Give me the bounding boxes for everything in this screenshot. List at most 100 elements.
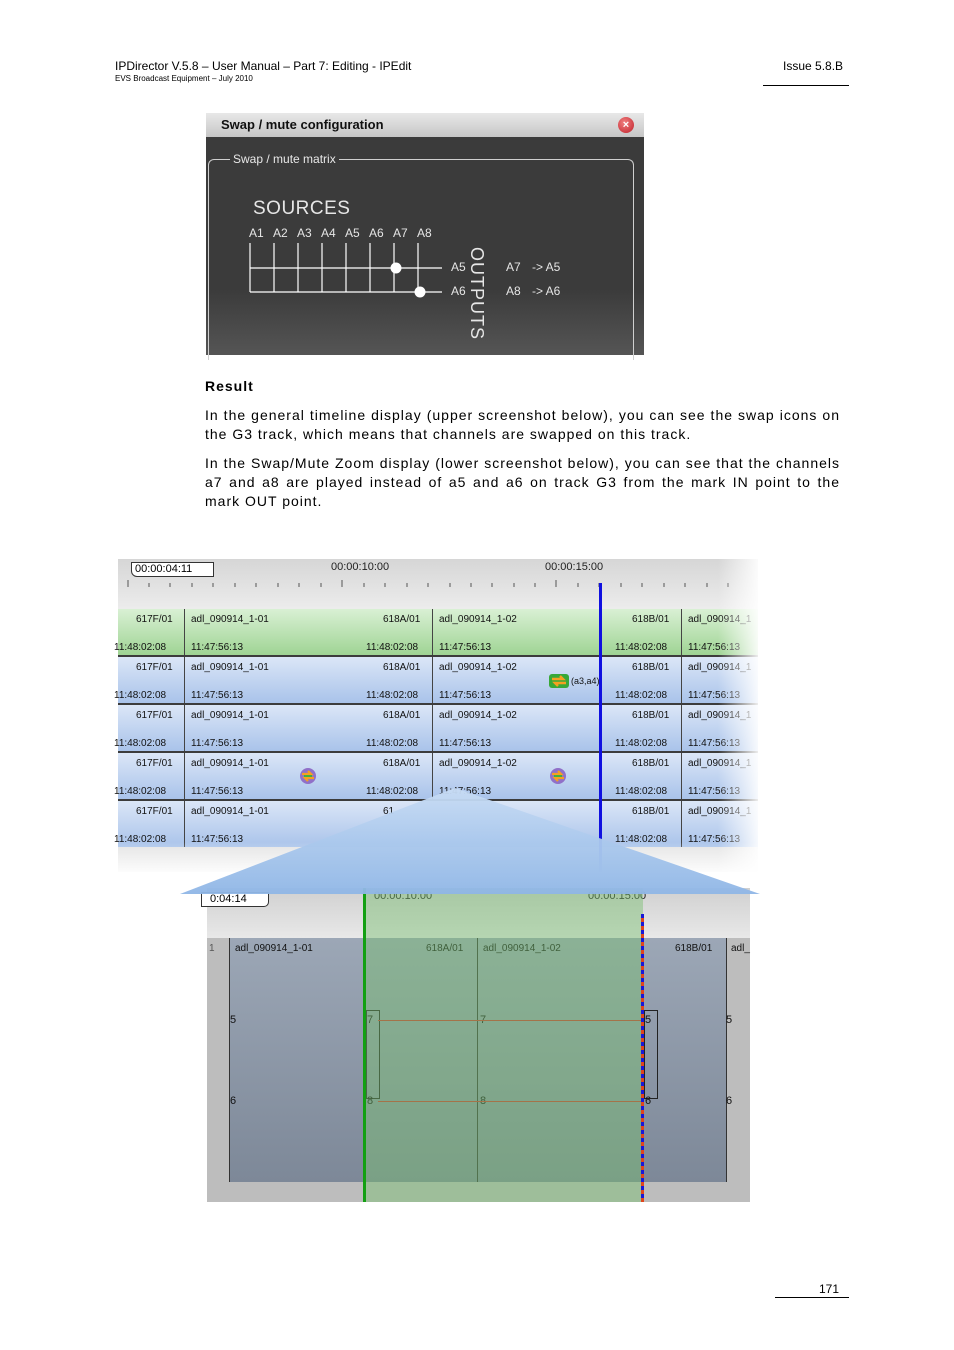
clip-separator xyxy=(184,705,185,751)
mark-out-line[interactable] xyxy=(641,914,644,1202)
swap-label: (a3,a4) xyxy=(571,676,600,686)
clip-name: adl_090914_1-01 xyxy=(235,943,313,954)
channel-label: 5 xyxy=(645,1014,652,1026)
clip-separator xyxy=(432,753,433,799)
clip-name[interactable]: adl_090914_1-02 xyxy=(439,710,517,721)
clip-name[interactable]: adl_090914_1-02 xyxy=(439,662,517,673)
clip-id: 618A/01 xyxy=(383,758,421,769)
clip-timecode: 11:47:56:13 xyxy=(688,834,741,845)
clip-id: 617F/01 xyxy=(136,662,173,673)
clip-separator xyxy=(432,705,433,751)
clip-id: 618B/01 xyxy=(632,758,670,769)
channel-label: 8 xyxy=(367,1095,374,1107)
zoom-body: 1 adl_090914_1-01 618A/01 adl_090914_1-0… xyxy=(207,938,750,1202)
clip-timecode: 11:48:02:08 xyxy=(615,834,668,845)
clip-timecode: 11:48:02:08 xyxy=(366,786,419,797)
swap-bracket xyxy=(644,1010,658,1099)
close-icon[interactable]: × xyxy=(618,117,634,133)
clip-name[interactable]: adl_090914_1-01 xyxy=(191,758,269,769)
clip-timecode: 11:47:56:13 xyxy=(191,738,244,749)
mapping-source: A7 xyxy=(506,260,521,274)
timeline-tracks: 617F/01 11:48:02:08 adl_090914_1-01 11:4… xyxy=(114,609,758,872)
track-row[interactable]: 617F/01 11:48:02:08 adl_090914_1-01 11:4… xyxy=(114,705,758,753)
clip-id: 618A/01 xyxy=(383,662,421,673)
zoom-screenshot: 0:04:14 00:00:10:00 00:00:15:00 1 adl_09… xyxy=(201,888,750,1202)
zoom-clip[interactable] xyxy=(229,938,479,1182)
mapping-source: A8 xyxy=(506,284,521,298)
header-subtitle: EVS Broadcast Equipment – July 2010 xyxy=(115,74,253,83)
timeline-ruler[interactable]: 00:00:04:11 00:00:10:00 00:00:15:00 xyxy=(118,559,758,609)
clip-timecode: 11:47:56:13 xyxy=(439,738,492,749)
clip-name: adl_ xyxy=(731,943,750,954)
clip-separator xyxy=(681,657,682,703)
clip-separator xyxy=(184,753,185,799)
channel-label: 6 xyxy=(230,1095,237,1107)
header-title: IPDirector V.5.8 – User Manual – Part 7:… xyxy=(115,59,412,73)
clip-name[interactable]: adl_090914_1-02 xyxy=(439,614,517,625)
sources-label: SOURCES xyxy=(253,198,351,219)
paragraph: In the general timeline display (upper s… xyxy=(205,407,840,442)
clip-name[interactable]: adl_090914_1-01 xyxy=(191,806,269,817)
channel-label: 6 xyxy=(645,1095,652,1107)
zoom-clip[interactable] xyxy=(477,938,727,1182)
clip-id: 618A/01 xyxy=(426,943,464,954)
clip-timecode: 11:48:02:08 xyxy=(615,690,668,701)
clip-name[interactable]: adl_090914_1-01 xyxy=(191,710,269,721)
matrix-node-a7-a5 xyxy=(390,262,402,274)
source-label: A6 xyxy=(369,226,384,240)
timecode-field[interactable]: 00:00:04:11 xyxy=(131,562,214,577)
clip-timecode: 11:48:02:08 xyxy=(114,834,167,845)
clip-id: 618B/01 xyxy=(675,943,713,954)
clip-id: 618A/01 xyxy=(383,710,421,721)
clip-timecode: 11:47:56:13 xyxy=(688,738,741,749)
channel-label: 5 xyxy=(230,1014,237,1026)
clip-id: 617F/01 xyxy=(136,710,173,721)
clip-timecode: 11:47:56:13 xyxy=(688,642,741,653)
matrix-node-a8-a6 xyxy=(414,286,426,298)
clip-separator xyxy=(184,801,185,847)
mark-in-line[interactable] xyxy=(363,888,366,1202)
clip-separator xyxy=(184,657,185,703)
track-row[interactable]: 617F/01 11:48:02:08 adl_090914_1-01 11:4… xyxy=(114,657,758,705)
clip-name[interactable]: adl_090914_1-02 xyxy=(439,758,517,769)
clip-timecode: 11:48:02:08 xyxy=(114,738,167,749)
clip-timecode: 11:47:56:13 xyxy=(439,642,492,653)
clip-separator xyxy=(432,609,433,655)
clip-id: 617F/01 xyxy=(136,758,173,769)
swap-icon[interactable] xyxy=(299,767,317,785)
swap-icon[interactable] xyxy=(548,671,570,691)
mapping-target: -> A5 xyxy=(532,260,561,274)
timeline-screenshot: 00:00:04:11 00:00:10:00 00:00:15:00 617F… xyxy=(114,559,758,872)
fade-overlay xyxy=(718,559,758,872)
header-rule xyxy=(763,85,849,86)
clip-name[interactable]: adl_090914_1-01 xyxy=(191,662,269,673)
clip-timecode: 11:48:02:08 xyxy=(366,642,419,653)
clip-timecode: 11:47:56:13 xyxy=(191,690,244,701)
zoom-callout-shape xyxy=(180,788,760,894)
clip-timecode: 11:48:02:08 xyxy=(615,738,668,749)
clip-id: 1 xyxy=(209,943,215,954)
source-label: A2 xyxy=(273,226,288,240)
clip-timecode: 11:48:02:08 xyxy=(615,786,668,797)
clip-id: 618B/01 xyxy=(632,710,670,721)
swap-matrix-grid[interactable] xyxy=(206,137,644,355)
section-heading: Result xyxy=(205,378,254,394)
clip-name[interactable]: adl_090914_1-01 xyxy=(191,614,269,625)
clip-timecode: 11:48:02:08 xyxy=(114,642,167,653)
page-number: 171 xyxy=(819,1282,840,1296)
swap-icon[interactable] xyxy=(549,767,567,785)
channel-label: 5 xyxy=(726,1014,733,1026)
clip-timecode: 11:48:02:08 xyxy=(114,690,167,701)
playhead-line[interactable] xyxy=(599,583,602,872)
source-label: A7 xyxy=(393,226,408,240)
matrix-group-label: Swap / mute matrix xyxy=(230,152,339,166)
clip-id: 618B/01 xyxy=(632,662,670,673)
swap-route-line xyxy=(378,1020,644,1021)
clip-id: 618B/01 xyxy=(632,614,670,625)
track-row[interactable]: 617F/01 11:48:02:08 adl_090914_1-01 11:4… xyxy=(114,609,758,657)
clip-separator xyxy=(184,609,185,655)
output-label: A5 xyxy=(451,260,466,274)
clip-timecode: 11:48:02:08 xyxy=(114,786,167,797)
clip-timecode: 11:47:56:13 xyxy=(439,690,492,701)
clip-id: 618B/01 xyxy=(632,806,670,817)
